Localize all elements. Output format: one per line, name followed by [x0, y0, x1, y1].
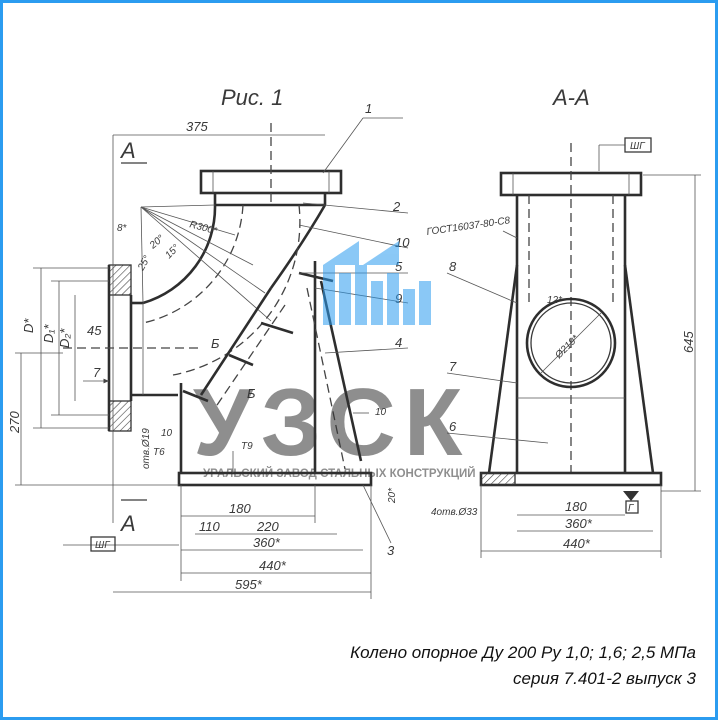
dim-45: 45 — [87, 323, 102, 338]
holes-left: отв.Ø19 — [141, 428, 152, 469]
dim-110: 110 — [199, 519, 220, 534]
dim-8: 8* — [117, 223, 128, 234]
watermark-abbr: УЗСК — [193, 369, 470, 476]
holes-right: 4отв.Ø33 — [431, 507, 478, 518]
dim-20: 20* — [387, 487, 398, 504]
part-3: 3 — [387, 543, 395, 558]
watermark: УЗСК УРАЛЬСКИЙ ЗАВОД СТАЛЬНЫХ КОНСТРУКЦИ… — [193, 241, 476, 480]
right-bottom-dims — [480, 485, 662, 558]
pipe-section-outer — [525, 297, 617, 389]
dim-595: 595* — [235, 577, 263, 592]
left-view-title: Рис. 1 — [221, 85, 283, 110]
stamp-top: ШГ — [630, 141, 646, 152]
radial-lines — [140, 204, 272, 322]
part-5: 5 — [395, 259, 403, 274]
elbow-outer-arc — [269, 204, 327, 289]
dim-d1: D₁* — [41, 324, 56, 343]
dim-a25: 25° — [136, 254, 154, 273]
section-mark-top: А — [119, 138, 136, 163]
part-7: 7 — [449, 359, 457, 374]
dim-220: 220 — [256, 519, 279, 534]
factory-logo-icon — [323, 241, 431, 325]
dim-360-left: 360* — [253, 535, 281, 550]
part-8: 8 — [449, 259, 457, 274]
right-view-title: А-А — [551, 85, 590, 110]
dim-7: 7 — [93, 365, 101, 380]
part-4: 4 — [395, 335, 402, 350]
technical-drawing: Рис. 1 — [3, 3, 715, 628]
dim-375: 375 — [186, 119, 208, 134]
dim-10-left: 10 — [161, 428, 173, 439]
caption-line-1: Колено опорное Ду 200 Ру 1,0; 1,6; 2,5 М… — [350, 643, 696, 662]
right-view: А-А Ø219* 12* 8 7 6 ГОС — [426, 85, 701, 558]
g-triangle-icon — [623, 491, 639, 501]
dim-d2: D₂* — [57, 328, 72, 348]
part-2: 2 — [392, 199, 401, 214]
watermark-full-name: УРАЛЬСКИЙ ЗАВОД СТАЛЬНЫХ КОНСТРУКЦИЙ — [203, 467, 476, 480]
dim-180-left: 180 — [229, 501, 251, 516]
dim-t6: T6 — [153, 447, 165, 458]
dim-10-right: 10 — [375, 407, 387, 418]
pipe-section-inner — [530, 302, 612, 384]
dim-a15: 15° — [163, 243, 181, 261]
stamp-box-right — [624, 137, 652, 153]
stamp-box-left — [90, 536, 116, 552]
section-mark-bottom: А — [119, 511, 136, 536]
dim-180-right: 180 — [565, 499, 587, 514]
dim-12: 12* — [547, 295, 563, 306]
elbow-inner-arc — [142, 204, 217, 305]
dim-360-right: 360* — [565, 516, 593, 531]
dim-d: D* — [21, 318, 36, 333]
dim-a20: 20° — [147, 233, 166, 252]
caption-line-2: серия 7.401-2 выпуск 3 — [513, 669, 696, 688]
dim-440-left: 440* — [259, 558, 287, 573]
g-mark: Г — [628, 503, 635, 514]
caption: Колено опорное Ду 200 Ру 1,0; 1,6; 2,5 М… — [350, 640, 696, 692]
stamp-bottom: ШГ — [95, 540, 111, 551]
bottom-dim-lines — [113, 485, 372, 599]
drawing-svg: Рис. 1 — [7, 85, 701, 599]
left-view: Рис. 1 — [7, 85, 410, 599]
gost-note: ГОСТ16037-80-С8 — [426, 215, 511, 238]
dim-t9: T9 — [241, 441, 253, 452]
part-6: 6 — [449, 419, 457, 434]
detail-mark-1: Б — [211, 336, 220, 351]
left-flange-bottom — [108, 400, 132, 432]
left-base-plate — [177, 471, 373, 487]
part-1: 1 — [365, 101, 372, 116]
dim-645: 645 — [681, 331, 696, 353]
dim-270: 270 — [7, 411, 22, 434]
detail-mark-2: Б — [247, 386, 256, 401]
left-flange-top — [108, 264, 132, 296]
dim-440-right: 440* — [563, 536, 591, 551]
leader-lines-right — [446, 230, 549, 444]
